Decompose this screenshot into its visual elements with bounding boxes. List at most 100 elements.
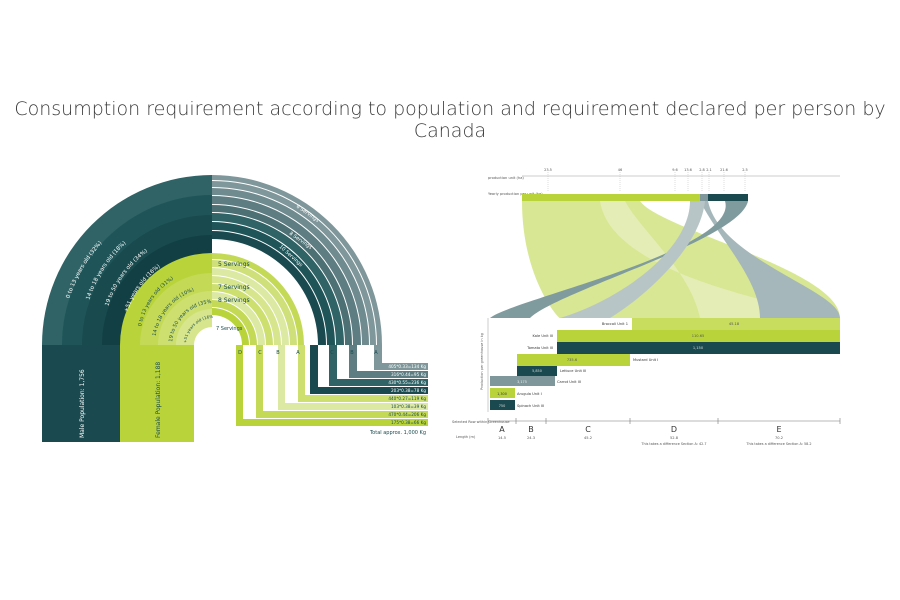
top-tick-label: 23.5 (544, 168, 552, 172)
broccoli-label: Broccoli Unit 1 (602, 322, 628, 326)
section-length: 14.5 (498, 436, 506, 440)
page-title: Consumption requirement according to pop… (14, 98, 886, 142)
section-length: 45.2 (584, 436, 592, 440)
total-row-label: 103*0.38=39 Kg (391, 404, 426, 409)
column-letter: B (276, 350, 280, 356)
top-tick-label: 46 (618, 168, 622, 172)
male-population-block (42, 345, 120, 442)
serving-band-total (349, 371, 428, 378)
mustard-label: Mustard Unit I (633, 358, 658, 362)
serving-band-arc (212, 260, 297, 345)
length-axis-label: Length (m) (456, 435, 476, 439)
serving-band-total (256, 411, 428, 418)
column-letter: D (312, 350, 316, 356)
serving-band-drop (329, 345, 337, 386)
tomato-value: 1,150 (693, 346, 704, 350)
top-tick-label: 9.6 (672, 168, 678, 172)
spinach-bar (490, 400, 515, 410)
total-row-label: 405*0.33=134 Kg (388, 364, 426, 369)
serving-band-arc (212, 276, 281, 345)
section-note: This takes a difference Section A: 42.7 (640, 442, 706, 446)
serving-band-drop (278, 345, 285, 410)
carrot-label: Carrot Unit III (557, 380, 581, 384)
section-letter: D (671, 425, 677, 434)
section-letter: C (585, 425, 591, 434)
column-letter: C (330, 350, 334, 356)
serving-band-arc (212, 213, 344, 345)
section-note: This takes a difference Section A: 58.2 (745, 442, 811, 446)
serving-band-arc (212, 308, 249, 345)
lettuce-label: Lettuce Unit III (560, 369, 586, 373)
mustard-value: 735.6 (567, 358, 578, 362)
serving-band-total (329, 379, 428, 386)
total-row-label: 316*0.44=95 Kg (391, 372, 426, 377)
serving-band-total (374, 363, 428, 370)
serving-band-arc (212, 231, 326, 345)
serving-band-total (310, 387, 428, 394)
female-servings-label: 8 Servings (218, 297, 250, 304)
top-tick-label: 2.5 (742, 168, 748, 172)
column-letter: D (238, 350, 242, 356)
section-length: 24.3 (527, 436, 535, 440)
broccoli-bar (632, 318, 840, 330)
arugula-bar (490, 388, 515, 398)
arugula-label: Arugula Unit I (517, 392, 542, 396)
yearly-bar-dark (708, 194, 748, 201)
column-letter: A (374, 350, 378, 356)
mustard-bar (517, 354, 630, 366)
top-tick-label: 2.1 (706, 168, 712, 172)
serving-band-drop (256, 345, 263, 418)
total-row-label: 440*0.27=119 Kg (388, 396, 426, 401)
serving-band-arc (212, 292, 265, 345)
female-servings-label: 7 Servings (216, 326, 243, 332)
section-letter: A (499, 425, 505, 434)
serving-band-drop (236, 345, 243, 426)
top-tick-label: 13.6 (684, 168, 692, 172)
female-servings-label: 7 Servings (218, 284, 250, 291)
serving-band-drop (298, 345, 305, 402)
section-length: 70.2 (775, 436, 783, 440)
broccoli-value: 45.18 (729, 322, 740, 326)
top-axis-label: production unit (ha) (488, 176, 524, 180)
female-population-block (120, 345, 194, 442)
serving-band-arc (212, 284, 273, 345)
male-population-label: Male Population: 1,756 (79, 369, 86, 438)
inner-hole (194, 327, 212, 345)
serving-band-total (278, 403, 428, 410)
carrot-value: 3,175 (517, 380, 527, 384)
serving-band-arc (212, 222, 335, 345)
column-letter: B (350, 350, 354, 356)
vertical-axis-label: Production per greenhouse in kg (480, 333, 484, 390)
section-letter: E (776, 425, 781, 434)
yearly-bar-slate (700, 194, 708, 201)
serving-band-total (236, 419, 428, 426)
yearly-bar-lime (522, 194, 700, 201)
arugula-value: 1,300 (497, 392, 507, 396)
total-row-label: 430*0.55=236 Kg (388, 380, 426, 385)
top-tick-label: 21.6 (720, 168, 728, 172)
top-tick-label: 2.8 (699, 168, 705, 172)
carrot-bar (490, 376, 555, 386)
serving-band-drop (349, 345, 357, 378)
kale-label: Kale Unit III (533, 334, 554, 338)
tomato-label: Tomato Unit III (526, 346, 553, 350)
lettuce-value: 5,850 (532, 369, 542, 373)
grand-total-label: Total approx. 1,000 Kg (369, 430, 426, 436)
column-letter: C (258, 350, 262, 356)
section-axis-label: Selected Row within Greenhouse (452, 420, 510, 424)
female-servings-label: 5 Servings (218, 261, 250, 268)
total-row-label: 470*0.44=206 Kg (388, 412, 426, 417)
total-row-label: 203*0.38=78 Kg (391, 388, 426, 393)
total-row-label: 175*0.38=66 Kg (391, 420, 426, 425)
section-letter: B (528, 425, 534, 434)
spinach-label: Spinach Unit III (517, 404, 544, 408)
serving-band-drop (374, 345, 382, 370)
kale-bar (557, 330, 840, 342)
female-population-label: Female Population: 1,188 (155, 362, 162, 438)
serving-band-arc (212, 300, 257, 345)
